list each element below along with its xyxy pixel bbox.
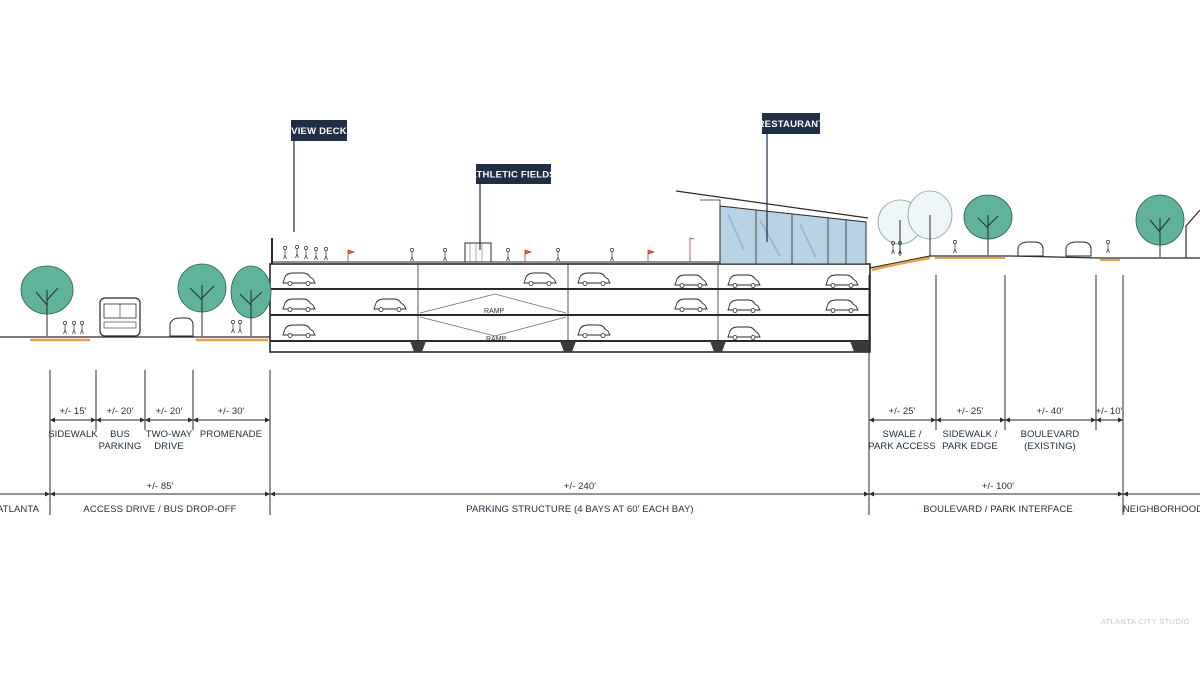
neighborhood-house <box>1185 209 1200 258</box>
dimension-extension-lines <box>49 275 1124 515</box>
boulevard-cars <box>1017 241 1092 257</box>
segment-edge: +/- 10' <box>1095 406 1122 417</box>
segment-bus-parking-label-1: BUS <box>110 429 130 440</box>
trees-faded <box>877 190 953 245</box>
zone-boulevard-park-dim: +/- 100' <box>982 481 1015 492</box>
segment-sidewalk-label: SIDEWALK <box>48 429 98 440</box>
segment-promenade-dim: +/- 30' <box>217 406 244 417</box>
ramp-label-upper: RAMP <box>484 308 505 315</box>
segment-two-way-drive-label-2: DRIVE <box>154 441 184 452</box>
athletic-fields-structure <box>464 242 492 263</box>
callout-restaurant-label: RESTAURANT <box>758 119 825 130</box>
segment-swale-label-2: PARK ACCESS <box>868 441 935 452</box>
segment-two-way-drive-dim: +/- 20' <box>155 406 182 417</box>
segment-sidewalk-park-edge-label-1: SIDEWALK / <box>942 429 997 440</box>
bus <box>99 297 141 337</box>
callout-athletic-fields: ATHLETIC FIELDS <box>470 164 556 250</box>
segment-bus-parking-dim: +/- 20' <box>106 406 133 417</box>
segment-bus-parking: +/- 20' BUS PARKING <box>99 406 142 452</box>
zone-parking-structure-dim: +/- 240' <box>564 481 597 492</box>
dimension-arrowheads <box>45 417 1128 497</box>
left-people <box>63 320 242 335</box>
segment-swale-label-1: SWALE / <box>883 429 922 440</box>
segment-boulevard-label-1: BOULEVARD <box>1021 429 1080 440</box>
segment-two-way-drive: +/- 20' TWO-WAY DRIVE <box>146 406 193 452</box>
roof-flags <box>347 237 695 262</box>
trees <box>20 194 1185 319</box>
callout-view-deck: VIEW DECK <box>291 120 347 232</box>
segment-swale-dim: +/- 25' <box>888 406 915 417</box>
ground-line-right <box>869 255 1200 272</box>
zone-boulevard-park: +/- 100' BOULEVARD / PARK INTERFACE <box>923 481 1073 515</box>
restaurant-building <box>675 190 869 265</box>
roof-people <box>283 245 614 262</box>
zone-atlanta-label: ATLANTA <box>0 504 40 515</box>
zone-access-drive-label: ACCESS DRIVE / BUS DROP-OFF <box>83 504 236 515</box>
segment-sidewalk-park-edge: +/- 25' SIDEWALK / PARK EDGE <box>942 406 998 452</box>
parking-structure <box>269 238 871 353</box>
segment-boulevard-dim: +/- 40' <box>1036 406 1063 417</box>
left-car <box>169 317 194 337</box>
segment-sidewalk-park-edge-label-2: PARK EDGE <box>942 441 998 452</box>
zone-access-drive: +/- 85' ACCESS DRIVE / BUS DROP-OFF <box>83 481 236 515</box>
zone-parking-structure: +/- 240' PARKING STRUCTURE (4 BAYS AT 60… <box>466 481 693 515</box>
segment-swale: +/- 25' SWALE / PARK ACCESS <box>868 406 935 452</box>
zone-parking-structure-label: PARKING STRUCTURE (4 BAYS AT 60' EACH BA… <box>466 504 693 515</box>
zone-access-drive-dim: +/- 85' <box>146 481 173 492</box>
ground-line-left <box>0 336 270 342</box>
segment-bus-parking-label-2: PARKING <box>99 441 142 452</box>
studio-credit: ATLANTA CITY STUDIO <box>1101 617 1190 626</box>
segment-sidewalk: +/- 15' SIDEWALK <box>48 406 98 440</box>
segment-edge-dim: +/- 10' <box>1095 406 1122 417</box>
ramp-label-lower: RAMP <box>486 336 507 343</box>
callout-restaurant: RESTAURANT <box>758 113 825 242</box>
zone-boulevard-park-label: BOULEVARD / PARK INTERFACE <box>923 504 1073 515</box>
callout-athletic-fields-label: ATHLETIC FIELDS <box>470 170 556 181</box>
segment-boulevard-label-2: (EXISTING) <box>1024 441 1076 452</box>
callout-view-deck-label: VIEW DECK <box>291 126 347 137</box>
segment-sidewalk-park-edge-dim: +/- 25' <box>956 406 983 417</box>
segment-two-way-drive-label-1: TWO-WAY <box>146 429 193 440</box>
segment-sidewalk-dim: +/- 15' <box>59 406 86 417</box>
zone-neighborhood-label: NEIGHBORHOOD <box>1123 504 1200 515</box>
segment-promenade-label: PROMENADE <box>200 429 262 440</box>
segment-promenade: +/- 30' PROMENADE <box>200 406 262 440</box>
segment-boulevard: +/- 40' BOULEVARD (EXISTING) <box>1021 406 1080 452</box>
